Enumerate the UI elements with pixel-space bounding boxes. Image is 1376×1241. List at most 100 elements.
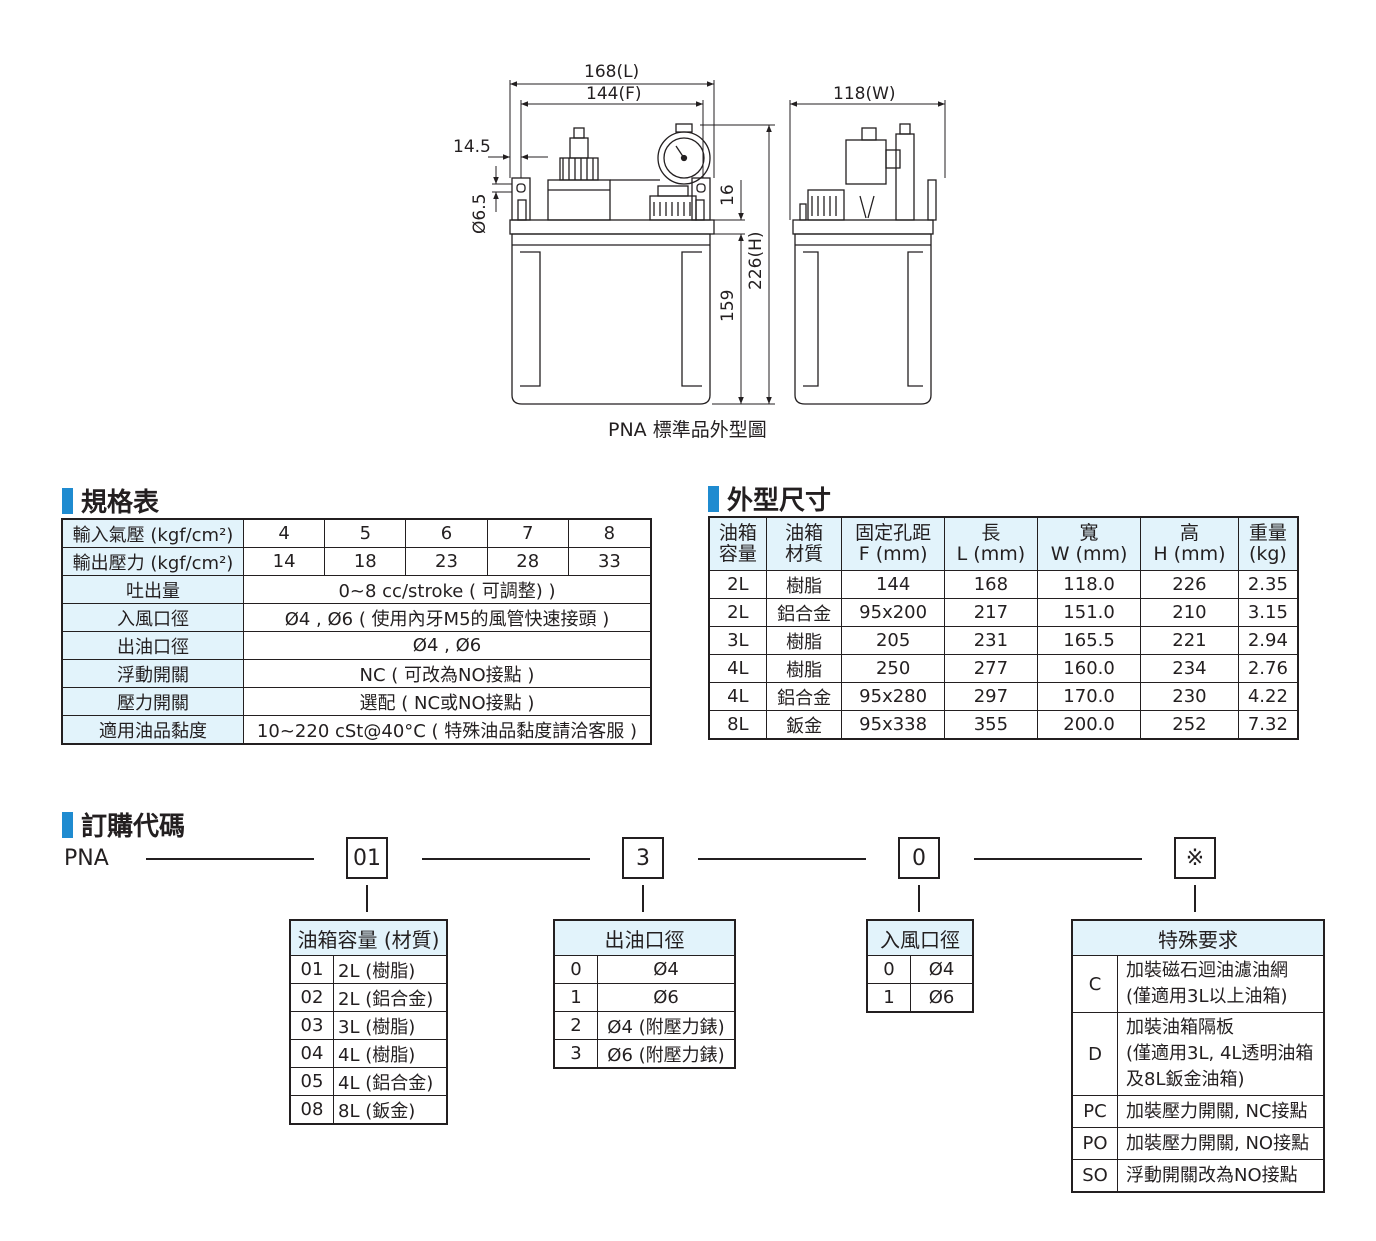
description-line: 及8L鈑金油箱) [1126,1069,1245,1090]
dims-cell: 355 [943,710,1039,740]
spec-cell: 選配 ( NC或NO接點 ) [243,687,652,716]
inlet-table-title: 入風口徑 [866,919,974,956]
connector-line [974,858,1142,860]
dim-fixing-label: 144(F) [586,84,642,104]
table-row: 壓力開關 選配 ( NC或NO接點 ) [61,687,652,716]
spec-row-label: 輸出壓力 (kgf/cm²) [61,547,244,576]
spec-heading: 規格表 [62,482,159,519]
col-header-line1: 油箱 [718,522,757,544]
dims-cell: 252 [1140,710,1239,740]
description-cell: Ø6 [910,983,974,1013]
dims-cell: 7.32 [1237,710,1299,740]
dims-cell: 2.94 [1237,626,1299,655]
spec-cell: Ø4 , Ø6 [243,631,652,660]
dims-cell: 205 [841,626,945,655]
dims-cell: 170.0 [1037,682,1142,711]
spec-cell: 0~8 cc/stroke ( 可調整) ) [243,575,652,604]
code-cell: C [1071,955,1118,1013]
code-cell: 1 [866,983,911,1013]
table-header-row: 入風口徑 [866,919,974,956]
dims-cell: 鈑金 [765,710,843,740]
spec-row-label: 適用油品黏度 [61,715,244,745]
dim-length-label: 168(L) [584,62,640,82]
dims-cell: 鋁合金 [765,682,843,711]
dims-cell: 樹脂 [765,654,843,683]
table-row: 輸出壓力 (kgf/cm²) 14 18 23 28 33 [61,547,652,576]
dims-cell: 3.15 [1237,598,1299,627]
heading-accent-bar [62,811,73,838]
description-line: 加裝壓力開關, NO接點 [1126,1132,1310,1154]
description-line: 加裝油箱隔板 [1126,1017,1234,1038]
description-line: (僅適用3L以上油箱) [1126,986,1288,1007]
spec-cell: NC ( 可改為NO接點 ) [243,659,652,688]
code-box-outlet: 3 [622,837,664,879]
description-cell: 浮動開關改為NO接點 [1117,1159,1325,1193]
code-cell: PO [1071,1127,1118,1160]
col-header-line1: 油箱 [785,522,824,544]
description-cell: Ø4 [597,955,736,984]
dims-cell: 2.76 [1237,654,1299,683]
table-header-row: 油箱容量 (材質) [289,919,448,956]
description-cell: 3L (樹脂) [333,1011,448,1040]
table-row: PO 加裝壓力開關, NO接點 [1071,1127,1325,1160]
description-cell: Ø4 [910,955,974,984]
dims-cell: 鋁合金 [765,598,843,627]
pna-outline-drawing [488,80,946,405]
code-cell: 0 [866,955,911,984]
dims-cell: 200.0 [1037,710,1142,740]
col-header-line2: H (mm) [1153,543,1226,565]
dims-cell: 95x200 [841,598,945,627]
dims-cell: 95x280 [841,682,945,711]
dims-cell: 3L [708,626,767,655]
table-row: 輸入氣壓 (kgf/cm²) 4 5 6 7 8 [61,518,652,548]
dims-cell: 樹脂 [765,570,843,599]
code-cell: 2 [553,1011,598,1040]
col-header-line2: (kg) [1248,543,1287,565]
spec-row-label: 壓力開關 [61,687,244,716]
spec-cell: 23 [405,547,488,576]
code-box-special: ※ [1174,837,1216,879]
dims-cell: 4L [708,654,767,683]
dims-cell: 231 [943,626,1039,655]
code-cell: D [1071,1012,1118,1096]
dim-16-label: 16 [718,184,738,206]
spec-row-label: 輸入氣壓 (kgf/cm²) [61,518,244,548]
connector-line [698,858,866,860]
col-header: 油箱材質 [765,516,843,571]
spec-row-label: 入風口徑 [61,603,244,632]
order-heading-text: 訂購代碼 [81,812,186,842]
dims-cell: 250 [841,654,945,683]
table-row: 適用油品黏度 10~220 cSt@40°C ( 特殊油品黏度請洽客服 ) [61,715,652,745]
description-line: (僅適用3L, 4L透明油箱 [1126,1043,1314,1064]
description-cell: Ø6 (附壓力錶) [597,1039,736,1069]
code-cell: 02 [289,983,334,1012]
dims-cell: 2.35 [1237,570,1299,599]
code-cell: 05 [289,1067,334,1096]
spec-cell: 33 [567,547,652,576]
